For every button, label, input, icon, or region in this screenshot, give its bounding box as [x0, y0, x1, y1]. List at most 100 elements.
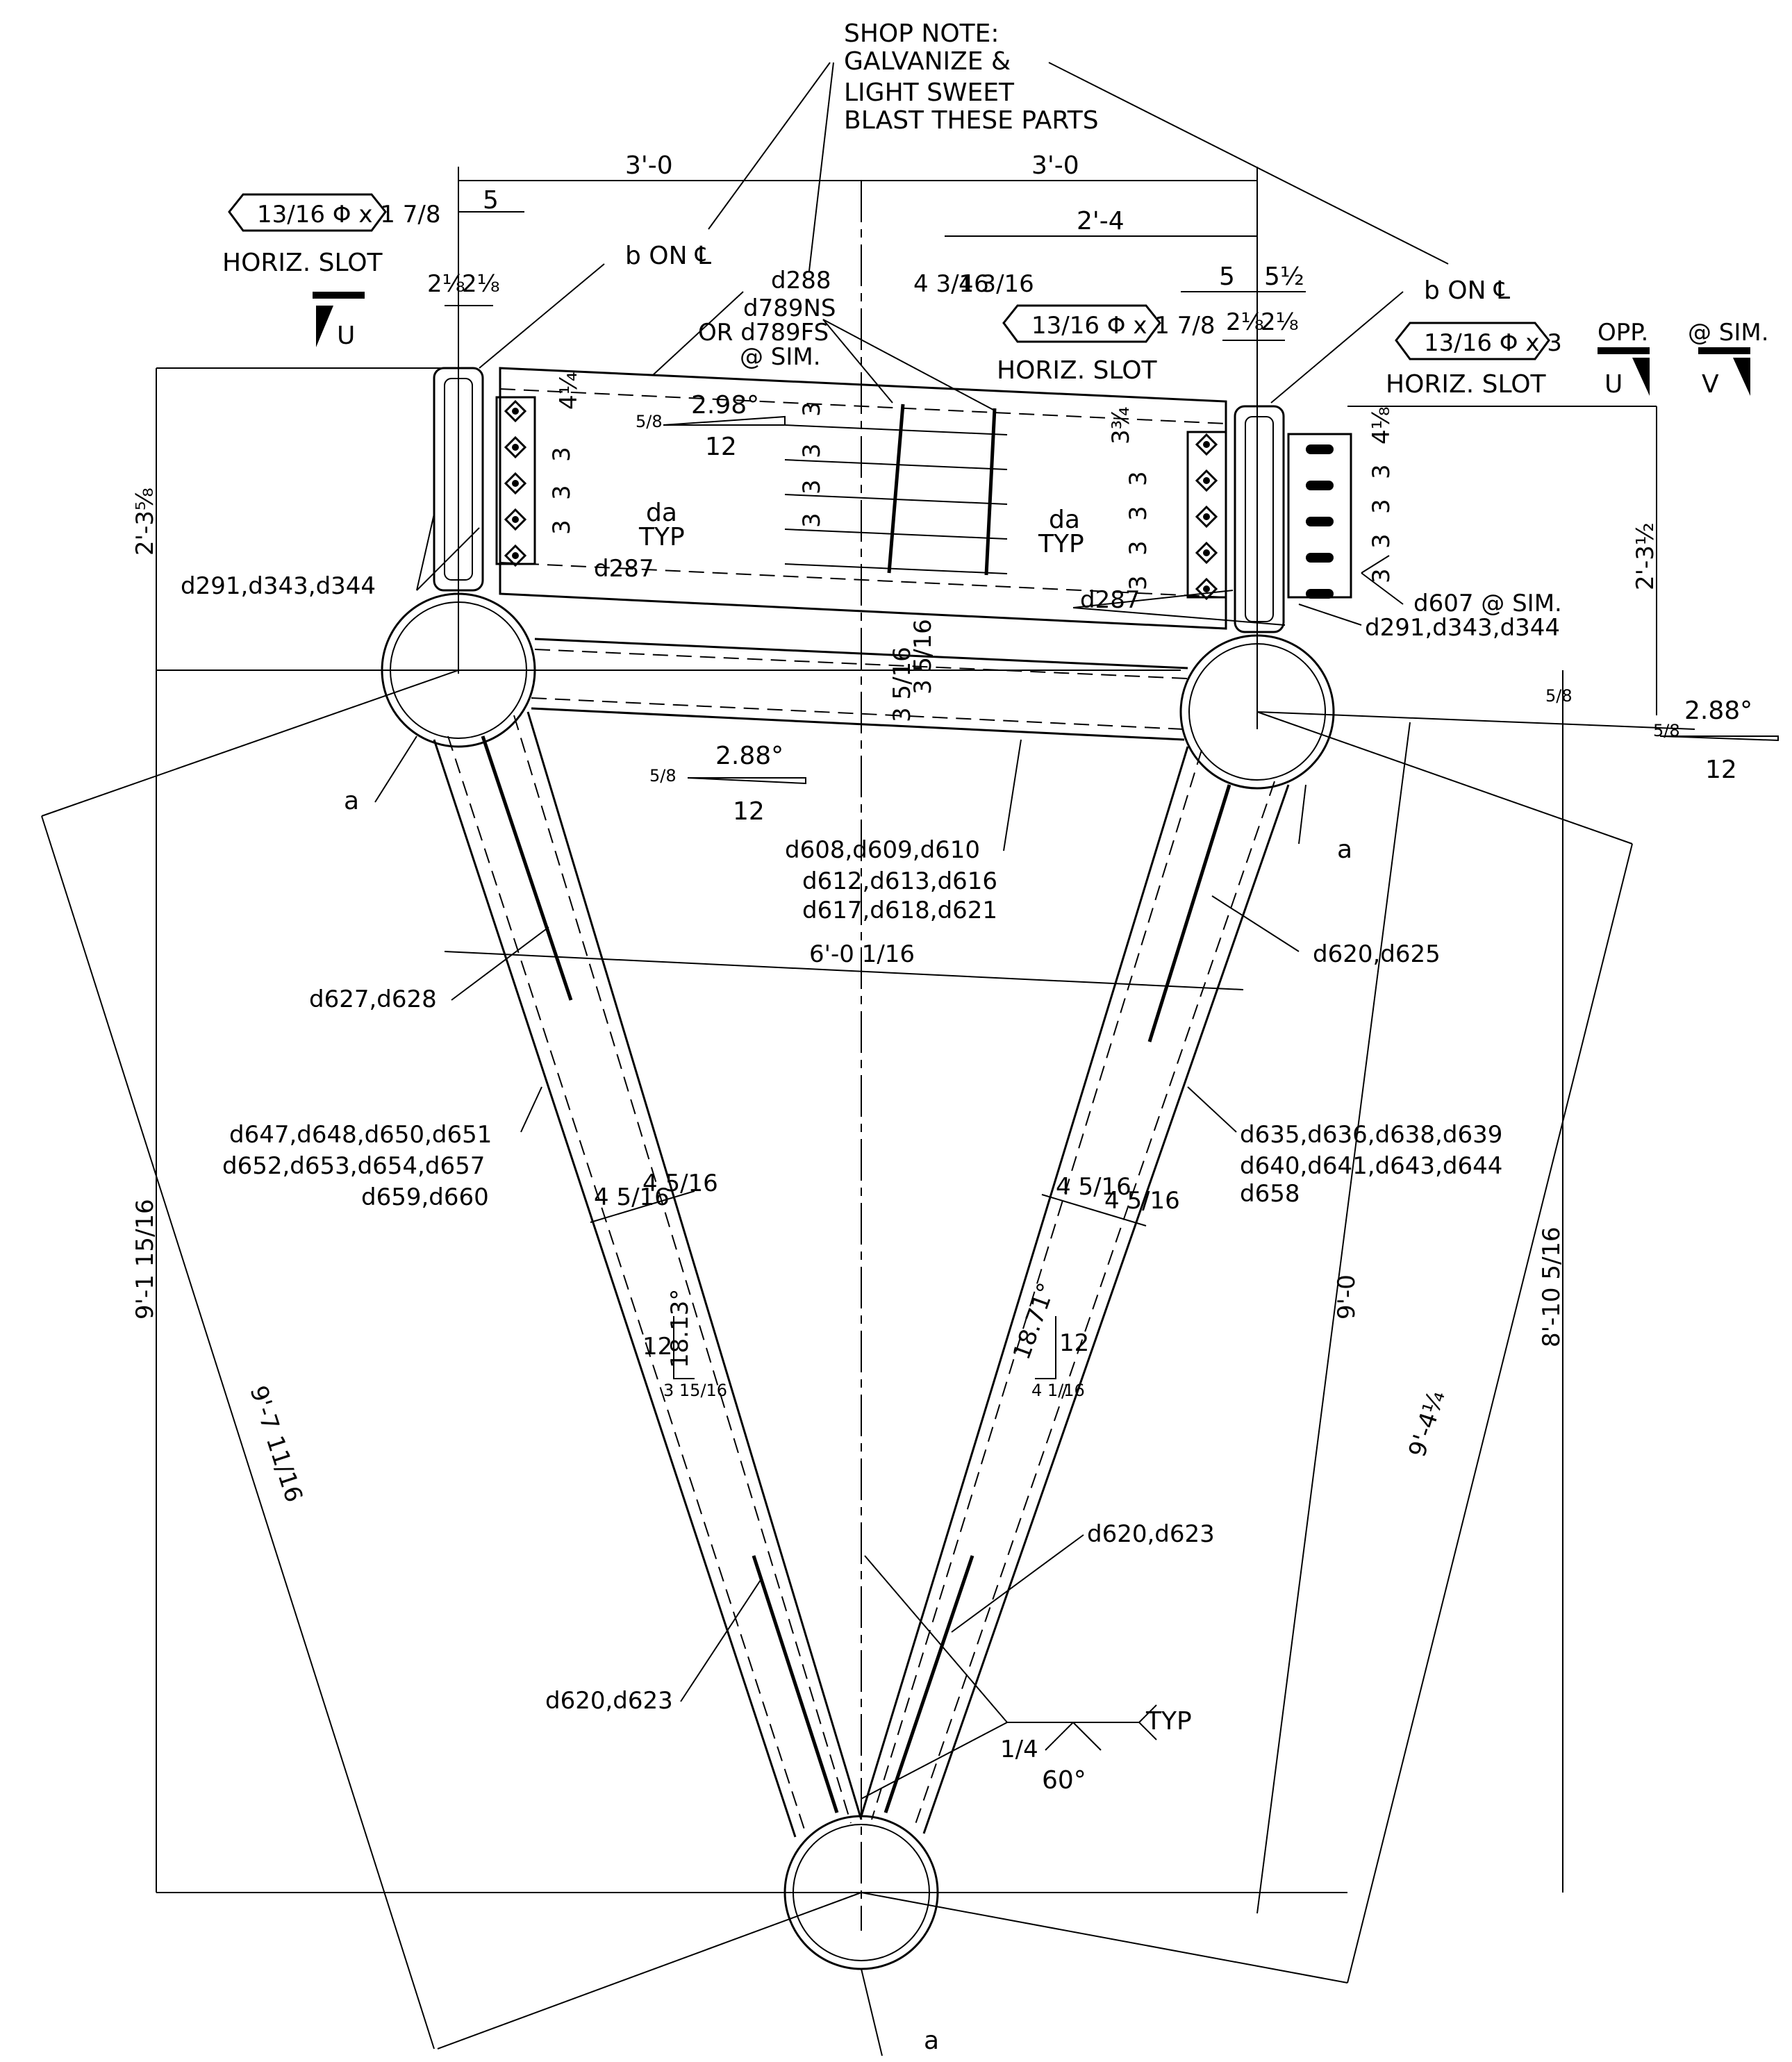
dim-right-height: 2'-3½ — [1632, 522, 1659, 590]
right-leg — [860, 746, 1290, 1834]
mark-d291-right: d291,d343,d344 — [1365, 614, 1560, 642]
bolt-center — [512, 552, 519, 559]
mark-d291-left: d291,d343,d344 — [181, 572, 376, 600]
leader-lines — [374, 62, 1449, 2056]
bolt-center — [512, 444, 519, 451]
bolt-hole — [504, 508, 527, 531]
mark-d789-a: d789NS — [743, 294, 836, 322]
bolt-pitch-label: 3 — [1368, 464, 1395, 479]
dim-left-height: 2'-3⅝ — [131, 488, 159, 556]
dim-five-half: 5½ — [1264, 263, 1304, 291]
bolt-pitch-label: 3 — [798, 479, 826, 494]
slope-mid-run: 12 — [733, 797, 765, 826]
dim-right-drop: 5/8 — [1545, 686, 1573, 706]
mark-typ-right: TYP — [1038, 530, 1084, 558]
dim-tube-half-b: 3 5/16 — [909, 619, 937, 695]
bolt-pitch-label: 3 — [548, 485, 576, 500]
slot-hole — [1306, 589, 1334, 599]
slope-left-leg-rise: 12 — [642, 1333, 672, 1361]
dim-right-span: 3'-0 — [1031, 151, 1079, 180]
bolt-center — [512, 516, 519, 523]
mark-d647-2: d652,d653,d654,d657 — [222, 1152, 485, 1180]
bolt-hole — [504, 544, 527, 567]
slot-right-size: 13/16 Φ x 3 — [1424, 329, 1562, 357]
dimension-lines — [41, 180, 1657, 2049]
slope-left-leg-angle: 18.13° — [666, 1289, 694, 1368]
slope-mid-angle: 2.88° — [715, 742, 783, 770]
dim-leg-width-c: 4 5/16 — [1056, 1173, 1131, 1201]
section-markers — [313, 292, 1750, 396]
mark-b-right: b ON ℄ — [1424, 276, 1510, 305]
dim-right-height-overall: 8'-10 5/16 — [1538, 1227, 1566, 1347]
slope-right-angle: 2.88° — [1684, 697, 1752, 725]
bolt-pitch-label: 3 — [1368, 499, 1395, 514]
left-bolt-plate — [495, 396, 536, 567]
shop-note-1: SHOP NOTE: — [844, 19, 999, 48]
section-u-right: U — [1604, 370, 1623, 399]
dim-diag-left: 9'-7 11/16 — [244, 1382, 308, 1506]
mark-weld-angle: 60° — [1042, 1766, 1086, 1795]
section-sim: @ SIM. — [1688, 319, 1769, 347]
mark-d607: d607 @ SIM. — [1413, 590, 1562, 617]
slope-left-leg-run: 3 15/16 — [663, 1381, 727, 1400]
dim-leg-width-d: 4 5/16 — [1104, 1187, 1180, 1215]
dim-two-eighth-a: 2⅛ — [427, 270, 465, 298]
slot-right-label: HORIZ. SLOT — [1386, 370, 1547, 399]
bolt-hole — [1195, 577, 1218, 601]
dim-bolt-top-right: 4⅛ — [1368, 406, 1395, 444]
mark-b-left: b ON ℄ — [625, 242, 711, 270]
dim-width-bottom: 6'-0 1/16 — [809, 940, 915, 968]
mark-d627-d628: d627,d628 — [309, 986, 437, 1013]
dim-mid-a: 4 3/16 — [913, 270, 989, 298]
bolt-line — [784, 424, 1008, 435]
slot-left-size: 13/16 Φ x 1 7/8 — [257, 201, 440, 228]
shop-note-4: BLAST THESE PARTS — [844, 106, 1099, 135]
left-leg — [433, 711, 863, 1838]
bolt-pitch-label: 3 — [798, 513, 826, 528]
bolt-pitch-label: 3 — [1125, 506, 1152, 521]
bolt-center — [1203, 477, 1210, 484]
middle-angles — [784, 404, 1008, 576]
right-bolt-plate — [1186, 431, 1227, 601]
bolt-pitch-label: 3 — [1368, 568, 1395, 583]
slot-mid-size: 13/16 Φ x 1 7/8 — [1031, 312, 1215, 340]
bolt-pitch-label: 3 — [548, 447, 576, 462]
mark-da-left: da — [646, 499, 677, 527]
dim-leg-width-b: 4 5/16 — [642, 1170, 718, 1197]
section-u-left: U — [337, 322, 355, 350]
mark-d288: d288 — [771, 267, 831, 294]
slope-mid-rise: 5/8 — [649, 766, 677, 785]
slot-hole — [1306, 444, 1334, 454]
shop-note-3: LIGHT SWEET — [844, 78, 1015, 107]
mark-d620-d623-left: d620,d623 — [545, 1687, 673, 1715]
mark-d608-2: d612,d613,d616 — [802, 867, 997, 895]
mark-d647-1: d647,d648,d650,d651 — [229, 1121, 492, 1149]
mark-d620-d623-right: d620,d623 — [1087, 1520, 1215, 1548]
section-opp: OPP. — [1598, 319, 1648, 347]
dim-diag-right: 9'-4¼ — [1404, 1387, 1451, 1460]
mark-d620-d625: d620,d625 — [1313, 940, 1441, 968]
bolt-hole — [1195, 505, 1218, 529]
dim-mid-b: 4 3/16 — [959, 270, 1034, 298]
bolt-center — [512, 408, 519, 415]
labels: SHOP NOTE: GALVANIZE & LIGHT SWEET BLAST… — [131, 19, 1769, 2055]
dim-two-eighth-b: 2⅛ — [462, 270, 500, 298]
mark-a-right: a — [1337, 835, 1352, 864]
bolt-center — [512, 480, 519, 487]
mark-a-bottom: a — [924, 2027, 939, 2055]
mark-d608-1: d608,d609,d610 — [785, 836, 980, 864]
right-vertical-tube — [1234, 405, 1285, 633]
dim-bolt-top-left: 4¼ — [555, 372, 583, 410]
bolt-hole — [504, 399, 527, 423]
slope-right-rise: 5/8 — [1653, 721, 1680, 740]
dim-two-four: 2'-4 — [1077, 207, 1125, 235]
dim-five-right: 5 — [1219, 263, 1235, 291]
slope-right-leg-run: 4 1/16 — [1031, 1381, 1085, 1400]
slope-top-run: 12 — [705, 433, 737, 461]
mark-d789-c: @ SIM. — [740, 343, 821, 371]
bolt-center — [1203, 441, 1210, 448]
mark-d608-3: d617,d618,d621 — [802, 897, 997, 924]
bolt-pitch-label: 3 — [1125, 471, 1152, 486]
slope-top-rise: 5/8 — [636, 412, 663, 431]
dim-left-span: 3'-0 — [625, 151, 673, 180]
